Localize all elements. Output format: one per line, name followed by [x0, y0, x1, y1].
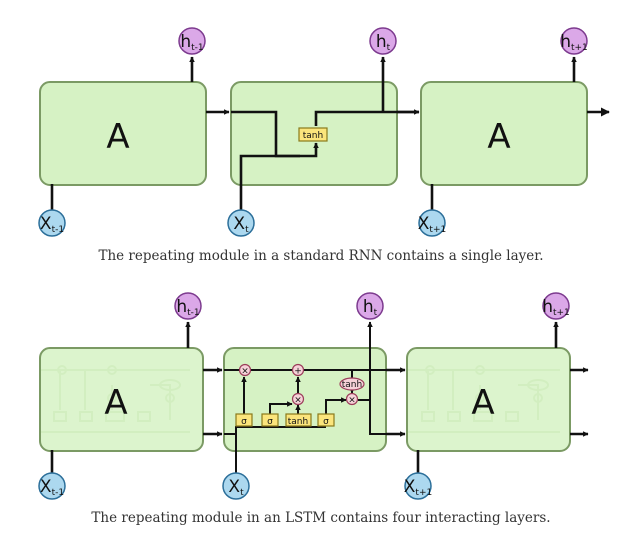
rnn-cell-right-label: A	[487, 117, 510, 157]
rnn-output-left-main: h	[180, 32, 191, 52]
svg-text:ht-1: ht-1	[176, 297, 199, 318]
rnn-caption: The repeating module in a standard RNN c…	[98, 248, 544, 264]
lstm-diagram: A A	[38, 292, 589, 500]
lstm-op-output-multiply-label: ×	[348, 396, 356, 406]
svg-text:ht: ht	[363, 297, 378, 318]
rnn-input-left-main: X	[40, 214, 52, 234]
lstm-output-left: ht-1	[174, 292, 202, 320]
rnn-cell-left-label: A	[106, 117, 129, 157]
lstm-output-center-sub: t	[374, 308, 378, 318]
lstm-output-center: ht	[356, 292, 384, 320]
rnn-output-center: ht	[369, 27, 397, 55]
lstm-cell-right-label: A	[471, 383, 494, 423]
lstm-op-input-multiply-label: ×	[294, 396, 302, 406]
rnn-output-left-sub: t-1	[191, 43, 204, 53]
lstm-input-center-sub: t	[240, 488, 244, 498]
lstm-layer-candidate-label: tanh	[288, 417, 308, 427]
svg-text:ht+1: ht+1	[542, 297, 570, 318]
lstm-layer-forget: σ	[235, 413, 253, 427]
svg-text:ht: ht	[376, 32, 391, 53]
svg-text:Xt+1: Xt+1	[404, 477, 432, 498]
rnn-tanh-label: tanh	[303, 131, 323, 141]
lstm-input-left-sub: t-1	[52, 488, 65, 498]
rnn-input-center-sub: t	[245, 225, 249, 235]
lstm-cell-left-label: A	[104, 383, 127, 423]
lstm-layer-output-label: σ	[323, 417, 329, 427]
lstm-output-center-main: h	[363, 297, 374, 317]
lstm-cell-right	[406, 347, 571, 452]
lstm-output-left-main: h	[176, 297, 187, 317]
lstm-outer-connections	[50, 321, 589, 473]
lstm-op-output-multiply: ×	[345, 392, 359, 406]
lstm-op-input-multiply: ×	[291, 392, 305, 406]
rnn-cell-left	[39, 81, 207, 186]
rnn-input-center: Xt	[227, 209, 255, 237]
lstm-input-right-sub: t+1	[415, 488, 432, 498]
lstm-input-left-main: X	[40, 477, 52, 497]
rnn-input-right: Xt+1	[418, 209, 446, 237]
rnn-output-center-sub: t	[387, 43, 391, 53]
svg-text:Xt: Xt	[228, 477, 244, 498]
lstm-caption: The repeating module in an LSTM contains…	[91, 510, 551, 526]
rnn-input-left: Xt-1	[38, 209, 66, 237]
lstm-op-add: +	[291, 363, 305, 377]
lstm-layer-forget-label: σ	[241, 417, 247, 427]
lstm-input-center-main: X	[228, 477, 240, 497]
lstm-op-forget-multiply-label: ×	[241, 367, 249, 377]
lstm-output-right: ht+1	[542, 292, 570, 320]
rnn-input-right-main: X	[418, 214, 430, 234]
rnn-tanh-layer	[298, 127, 328, 142]
lstm-center-connections	[224, 321, 386, 473]
lstm-op-add-label: +	[294, 367, 302, 377]
rnn-input-center-main: X	[233, 214, 245, 234]
lstm-op-forget-multiply: ×	[238, 363, 252, 377]
rnn-output-right-main: h	[560, 32, 571, 52]
svg-text:Xt-1: Xt-1	[40, 214, 64, 235]
svg-text:ht+1: ht+1	[560, 32, 588, 53]
svg-text:Xt+1: Xt+1	[418, 214, 446, 235]
lstm-op-tanh-label: tanh	[342, 380, 362, 390]
svg-text:Xt-1: Xt-1	[40, 477, 64, 498]
rnn-cell-right	[420, 81, 588, 186]
svg-text:ht-1: ht-1	[180, 32, 203, 53]
lstm-input-left: Xt-1	[38, 472, 66, 500]
rnn-output-center-main: h	[376, 32, 387, 52]
rnn-connections	[50, 56, 610, 210]
rnn-input-right-sub: t+1	[429, 225, 446, 235]
rnn-input-left-sub: t-1	[52, 225, 65, 235]
rnn-output-right: ht+1	[560, 27, 588, 55]
rnn-output-left: ht-1	[178, 27, 206, 55]
svg-text:Xt: Xt	[233, 214, 249, 235]
lstm-input-right-main: X	[404, 477, 416, 497]
rnn-output-right-sub: t+1	[571, 43, 588, 53]
lstm-output-left-sub: t-1	[187, 308, 200, 318]
lstm-input-center: Xt	[222, 472, 250, 500]
lstm-input-right: Xt+1	[404, 472, 432, 500]
lstm-layer-candidate: tanh	[285, 413, 312, 427]
lstm-layer-output: σ	[317, 413, 335, 427]
lstm-layer-input-label: σ	[267, 417, 273, 427]
lstm-output-right-main: h	[542, 297, 553, 317]
lstm-output-right-sub: t+1	[553, 308, 570, 318]
lstm-layer-input: σ	[261, 413, 279, 427]
rnn-diagram: A A tanh Xt-1 Xt	[38, 27, 610, 237]
lstm-cell-left	[39, 347, 204, 452]
lstm-op-tanh: tanh	[339, 377, 365, 391]
